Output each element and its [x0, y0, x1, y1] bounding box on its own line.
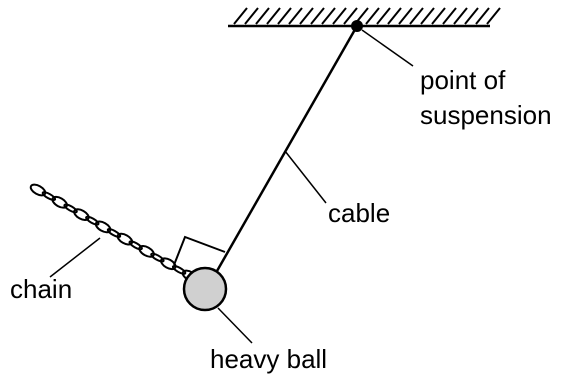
hatch-stroke	[332, 7, 347, 25]
chain-link	[63, 203, 78, 214]
ball-label: heavy ball	[210, 344, 327, 374]
chain-link	[41, 191, 57, 202]
ceiling	[228, 7, 501, 28]
hatch-stroke	[420, 7, 435, 25]
hatch-stroke	[365, 7, 380, 25]
ball-leader	[217, 307, 253, 344]
hatch-stroke	[233, 7, 248, 25]
hatch-stroke	[431, 7, 446, 25]
chain-link	[51, 195, 68, 209]
hatch-stroke	[244, 7, 259, 25]
hatch-stroke	[321, 7, 336, 25]
chain-link	[85, 215, 100, 226]
suspension-label-line2: suspension	[420, 100, 552, 130]
hatch-stroke	[442, 7, 457, 25]
chain-link	[94, 220, 112, 234]
hatch-stroke	[288, 7, 303, 25]
hatch-stroke	[409, 7, 424, 25]
hatch-stroke	[398, 7, 413, 25]
chain-link	[171, 264, 187, 275]
hatch-stroke	[376, 7, 391, 25]
chain-link	[150, 252, 165, 263]
hatch-stroke	[475, 7, 490, 25]
suspension-label-line1: point of	[420, 65, 506, 95]
suspension-leader	[361, 29, 414, 67]
hatch-stroke	[486, 7, 501, 25]
chain-link	[29, 183, 47, 197]
hatch-stroke	[299, 7, 314, 25]
hatch-stroke	[387, 7, 402, 25]
chain-leader	[49, 237, 101, 278]
hatch-stroke	[343, 7, 358, 25]
hatch-stroke	[464, 7, 479, 25]
chain-link	[160, 257, 177, 271]
chain-link	[73, 208, 90, 221]
hatch-stroke	[453, 7, 468, 25]
suspension-point	[351, 20, 363, 32]
right-angle-marker	[173, 235, 226, 266]
ceiling-hatching	[233, 7, 501, 25]
heavy-ball	[182, 266, 228, 312]
cable-label: cable	[328, 198, 390, 228]
chain-label: chain	[10, 274, 72, 304]
chain-link	[116, 232, 134, 246]
hatch-stroke	[255, 7, 270, 25]
hatch-stroke	[310, 7, 325, 25]
chain-link	[138, 245, 155, 258]
hatch-stroke	[277, 7, 292, 25]
chain-link	[106, 228, 122, 238]
chain-link	[128, 240, 143, 251]
cable-leader	[284, 150, 327, 204]
hatch-stroke	[266, 7, 281, 25]
chain	[29, 183, 199, 283]
